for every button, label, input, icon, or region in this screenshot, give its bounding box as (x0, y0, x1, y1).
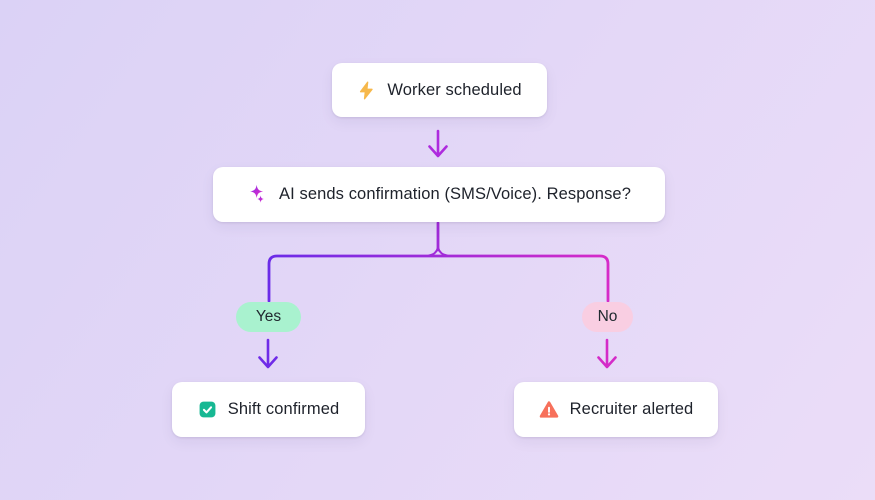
arrow-no-to-recruiter (597, 338, 617, 369)
warning-icon (539, 400, 559, 420)
node-recruiter-alerted: Recruiter alerted (514, 382, 718, 437)
check-icon (198, 400, 217, 419)
branch-label-text: No (597, 308, 618, 325)
node-shift-confirmed: Shift confirmed (172, 382, 365, 437)
node-worker-scheduled: Worker scheduled (332, 63, 547, 117)
sparkles-icon (247, 184, 268, 205)
arrow-worker-to-ai (428, 129, 448, 158)
branch-label-yes: Yes (236, 302, 301, 332)
node-label: Recruiter alerted (569, 400, 694, 418)
node-label: Worker scheduled (387, 80, 522, 99)
lightning-icon (357, 81, 376, 100)
node-label: AI sends confirmation (SMS/Voice). Respo… (279, 185, 631, 203)
branch-connector (267, 221, 610, 303)
node-ai-confirmation: AI sends confirmation (SMS/Voice). Respo… (213, 167, 665, 222)
branch-label-no: No (582, 302, 633, 332)
arrow-yes-to-shift (258, 338, 278, 369)
node-label: Shift confirmed (227, 400, 340, 418)
branch-label-text: Yes (255, 308, 282, 325)
